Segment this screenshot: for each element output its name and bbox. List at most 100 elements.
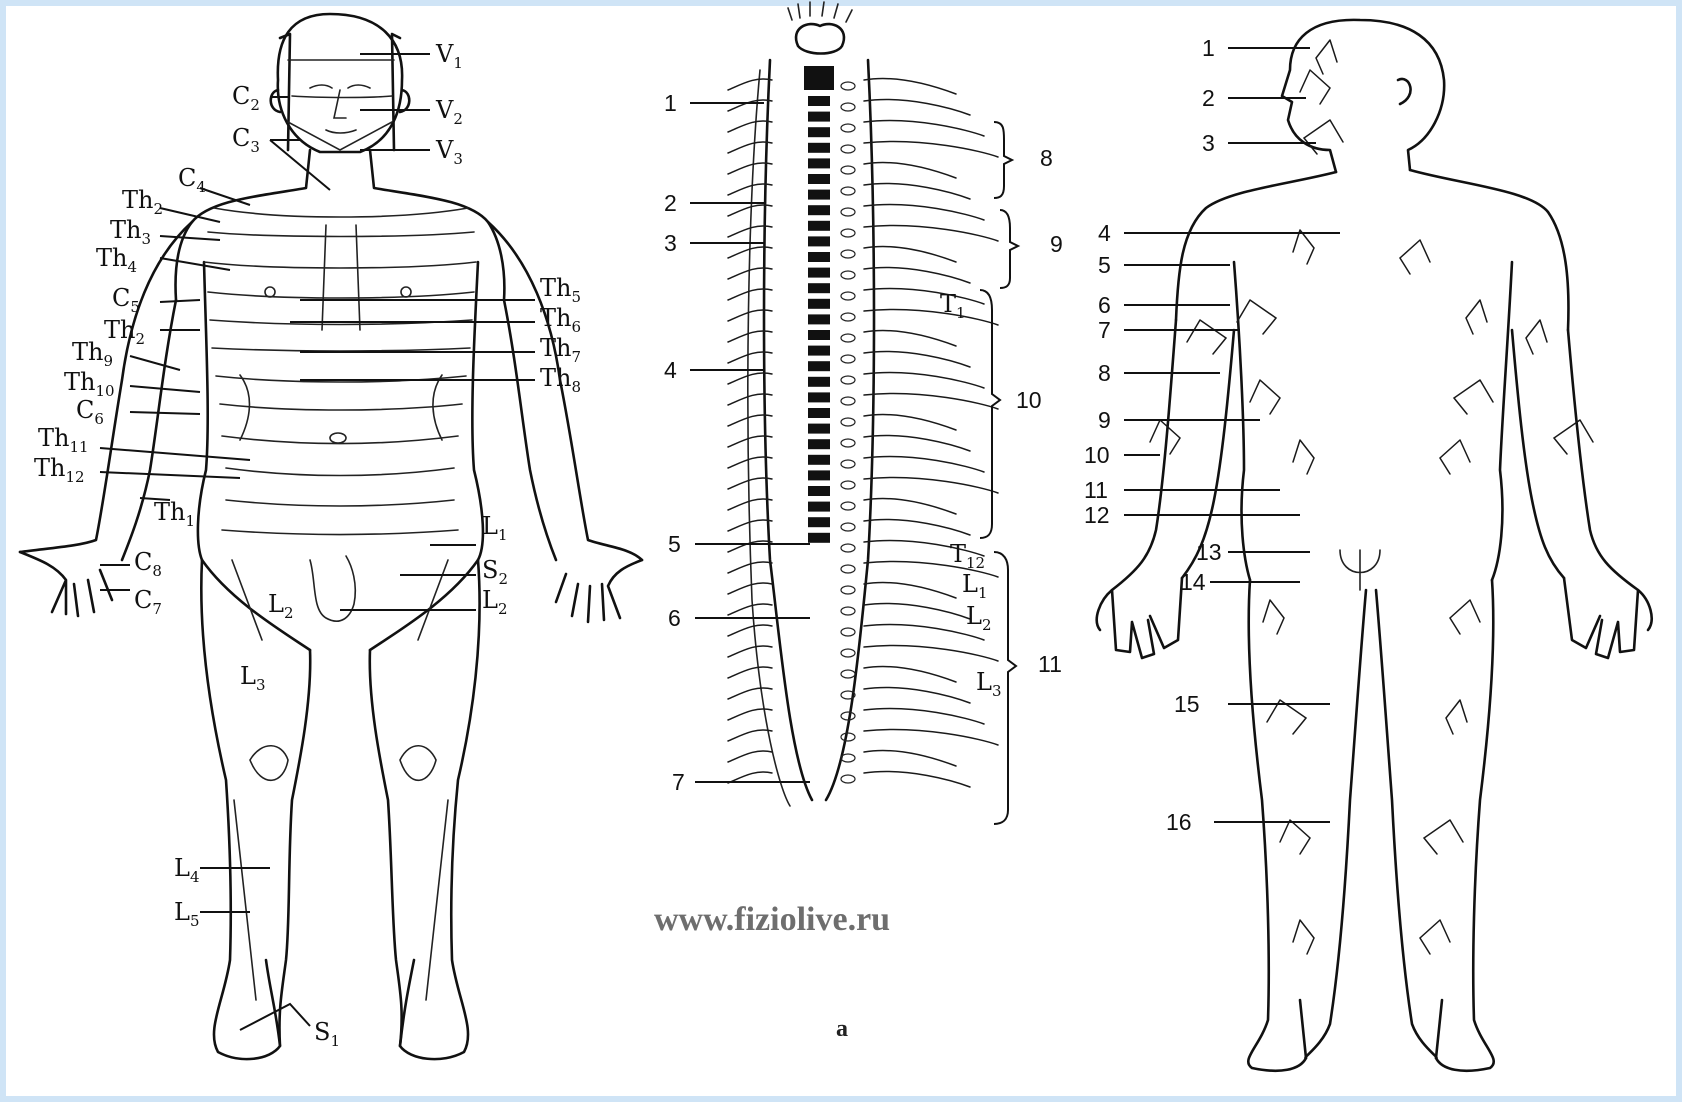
dermatome-figure (20, 14, 642, 1059)
spine-segment-t1: T1 (940, 290, 966, 322)
vertebra-block (808, 346, 830, 356)
nerve-root-left (728, 730, 772, 741)
nerve-root-right (864, 205, 984, 220)
spine-segment-t12: T12 (950, 540, 985, 572)
nerve-label-11: 11 (1084, 477, 1108, 503)
ganglion (841, 670, 855, 678)
nerve-branch (1554, 420, 1593, 454)
ganglion (841, 145, 855, 153)
nerve-root-left (728, 100, 772, 111)
dermatome-label-group: V1 V2 V3 C2 C3 C4 Th2 Th3 Th4 C5 Th2 Th9… (34, 40, 581, 1050)
ganglion (841, 481, 855, 489)
nerve-root-right (864, 730, 998, 745)
nerve-root-left (728, 310, 772, 321)
spine-number-1: 1 (664, 90, 677, 116)
spine-segment-l3: L3 (976, 668, 1001, 700)
ganglion (841, 460, 855, 468)
nerve-label-13: 13 (1196, 539, 1222, 565)
spine-number-3: 3 (664, 230, 677, 256)
dermatome-label-l1: L1 (482, 512, 507, 544)
vertebra-block (808, 330, 830, 340)
nerve-root-right (864, 226, 998, 241)
vertebra-block (808, 408, 830, 418)
vertebra-block (808, 174, 830, 184)
ganglion (841, 586, 855, 594)
dermatome-label-c6: C6 (76, 396, 104, 428)
nerve-root-right (864, 520, 970, 535)
dermatome-label-c2: C2 (232, 82, 260, 114)
ganglion (841, 292, 855, 300)
nerve-branch (1454, 380, 1493, 414)
spinal-nerve-roots (728, 79, 998, 787)
spinal-cord-figure (728, 2, 998, 806)
ganglion (841, 355, 855, 363)
peripheral-nerve-figure (1097, 20, 1652, 1071)
vertebra-block (808, 533, 830, 543)
dermatome-label-c7: C7 (134, 586, 162, 618)
nerve-label-6: 6 (1098, 292, 1111, 318)
nerve-root-right (864, 499, 956, 514)
nerve-root-right (864, 436, 970, 451)
vertebra-block (808, 283, 830, 293)
nerve-leaders (1124, 48, 1340, 822)
nerve-root-left (728, 646, 772, 657)
nerve-root-left (728, 667, 772, 678)
nerve-root-right (864, 310, 998, 325)
nerve-root-right (864, 583, 956, 598)
ganglion (841, 124, 855, 132)
nerve-branch (1400, 240, 1430, 274)
nerve-root-right (864, 100, 970, 115)
nerve-label-5: 5 (1098, 252, 1111, 278)
dermatome-label-th12: Th12 (34, 454, 85, 486)
ganglion (841, 649, 855, 657)
vertebra-block (808, 252, 830, 262)
nerve-root-right (864, 709, 984, 724)
spine-number-4: 4 (664, 357, 677, 383)
nerve-label-1: 1 (1202, 35, 1215, 61)
spine-segment-l2: L2 (966, 602, 991, 634)
nerve-root-right (864, 751, 956, 766)
dermatome-label-th6: Th6 (540, 304, 581, 336)
vertebra-block (808, 314, 830, 324)
nerve-branch (1293, 440, 1314, 474)
spine-number-7: 7 (672, 769, 685, 795)
ganglion (841, 544, 855, 552)
watermark: www.fiziolive.ru (654, 901, 890, 938)
nerve-label-3: 3 (1202, 130, 1215, 156)
vertebra-block (808, 158, 830, 168)
dermatome-label-th1: Th1 (154, 498, 195, 530)
nerve-label-2: 2 (1202, 85, 1215, 111)
dermatome-label-l2-left: L2 (268, 590, 293, 622)
nerve-root-left (728, 289, 772, 300)
dermatome-label-th4: Th4 (96, 244, 137, 276)
nerve-root-right (864, 289, 984, 304)
ganglion (841, 418, 855, 426)
dermatome-label-l3: L3 (240, 662, 265, 694)
nerve-branch (1267, 700, 1306, 734)
ganglion (841, 754, 855, 762)
dermatome-label-th11: Th11 (38, 424, 89, 456)
vertebra-block (808, 236, 830, 246)
spine-bracket-11: 11 (1038, 651, 1062, 677)
nerve-branch (1440, 440, 1470, 474)
vertebra-block (808, 455, 830, 465)
nerve-branch (1466, 300, 1487, 334)
vertebra-block (808, 299, 830, 309)
figure-caption: a (836, 1016, 848, 1042)
nerve-branch (1450, 600, 1480, 634)
nerve-label-16: 16 (1166, 809, 1192, 835)
vertebra-block (808, 517, 830, 527)
nerve-root-right (864, 352, 970, 367)
nerve-label-7: 7 (1098, 317, 1111, 343)
dermatome-label-c8: C8 (134, 548, 162, 580)
nerve-branch (1263, 600, 1284, 634)
ganglion (841, 628, 855, 636)
ganglion (841, 523, 855, 531)
vertebra-block (808, 221, 830, 231)
ganglion (841, 565, 855, 573)
vertebra-block (808, 143, 830, 153)
dermatome-label-th2-lower: Th2 (104, 316, 145, 348)
ganglion (841, 334, 855, 342)
nerve-root-right (864, 142, 998, 157)
dermatome-label-s2: S2 (482, 556, 508, 588)
